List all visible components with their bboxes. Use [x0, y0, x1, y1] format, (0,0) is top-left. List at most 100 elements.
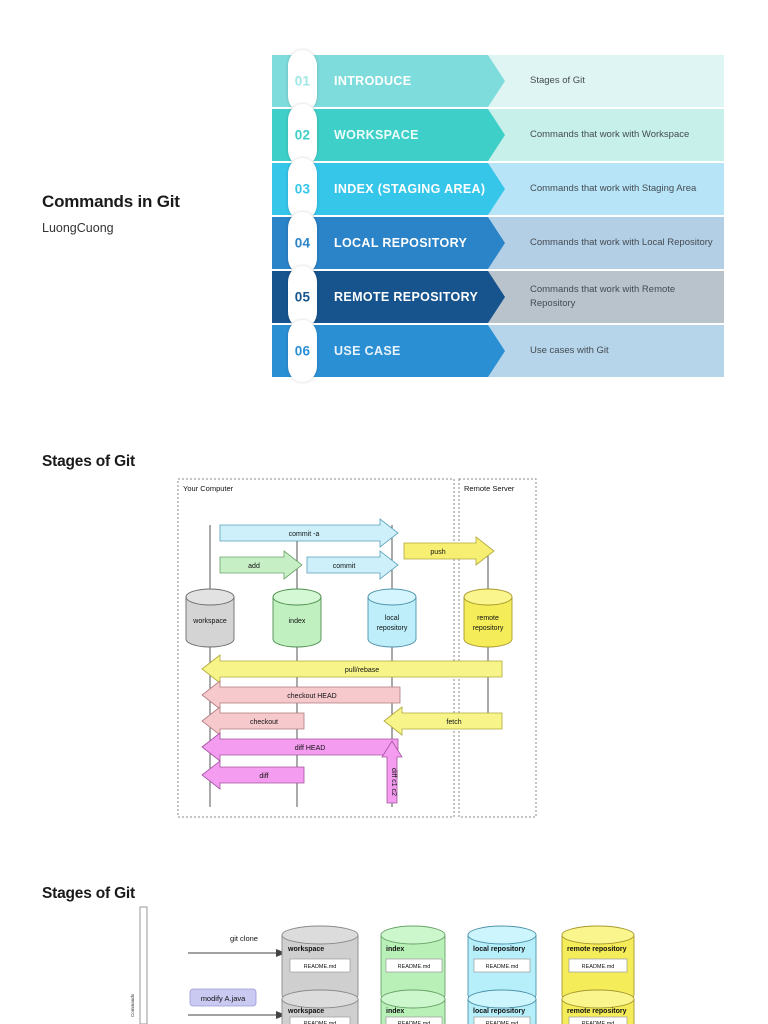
node-local-repository: local repository [367, 588, 417, 648]
slide-commands-in-git: Commands in Git LuongCuong 01 INTRODUCE … [0, 0, 768, 420]
zone-label-your-computer: Your Computer [183, 484, 234, 493]
svg-text:README.md: README.md [304, 964, 337, 970]
node-workspace: workspace [185, 588, 235, 648]
agenda-item-03-label: INDEX (STAGING AREA) [334, 182, 486, 196]
agenda-item-03-number: 03 [294, 181, 311, 197]
agenda-item-06-label: USE CASE [334, 344, 401, 358]
svg-text:remote repository: remote repository [567, 946, 627, 953]
agenda-item-02-chevron [272, 109, 505, 161]
agenda-item-01-chevron [272, 55, 505, 107]
agenda-item-01-number: 01 [294, 73, 311, 89]
section-heading-stages-of-git-sequence: Stages of Git [42, 453, 135, 470]
zone-label-remote-server: Remote Server [464, 484, 515, 493]
agenda-item-05-label: REMOTE REPOSITORY [334, 290, 479, 304]
svg-text:diff c1 c2: diff c1 c2 [390, 768, 397, 796]
agenda-item-04-label: LOCAL REPOSITORY [334, 236, 468, 250]
agenda-item-05[interactable]: 05 REMOTE REPOSITORY Commands that work … [272, 266, 724, 328]
git-stages-table-diagram: Commands git clone workspace README.md i… [128, 905, 668, 1024]
arrow-push: push [403, 536, 495, 566]
node-index: index [272, 588, 322, 648]
arrow-add: add [219, 550, 303, 580]
svg-text:repository: repository [473, 625, 504, 632]
agenda-item-02-number-badge: 02 [288, 104, 317, 166]
arrow-diff: diff [201, 760, 305, 790]
agenda-item-04-number-badge: 04 [288, 212, 317, 274]
cell-remote-repository-row-2: remote repository README.md [561, 989, 635, 1024]
svg-text:README.md: README.md [486, 1021, 519, 1024]
cell-index-row-2: index README.md [380, 989, 446, 1024]
svg-text:workspace: workspace [192, 618, 227, 625]
agenda-item-02-label: WORKSPACE [334, 128, 419, 142]
svg-text:checkout HEAD: checkout HEAD [287, 693, 336, 700]
section-heading-stages-of-git-table: Stages of Git [42, 885, 135, 902]
svg-text:pull/rebase: pull/rebase [345, 667, 379, 674]
arrow-commit-a: commit -a [219, 518, 399, 548]
svg-text:README.md: README.md [582, 1021, 615, 1024]
cell-index-row-1: index README.md [380, 925, 446, 1005]
agenda-item-05-number-badge: 05 [288, 266, 317, 328]
agenda-item-02-description: Commands that work with Workspace [530, 128, 690, 140]
agenda-item-06-chevron [272, 325, 505, 377]
svg-text:local: local [385, 615, 400, 622]
arrow-diff-head: diff HEAD [201, 732, 399, 762]
git-sequence-diagram: Your Computer Remote Server commit -a pu… [176, 473, 538, 821]
agenda-item-03-number-badge: 03 [288, 158, 317, 220]
node-remote-repository: remote repository [463, 588, 513, 648]
left-rail [139, 906, 148, 1024]
agenda-item-04-description: Commands that work with Local Repository [530, 236, 713, 248]
step-label-modify-a-java: modify A.java [201, 994, 246, 1003]
agenda-item-04[interactable]: 04 LOCAL REPOSITORY Commands that work w… [272, 212, 724, 274]
arrow-diff-c1-c2: diff c1 c2 [381, 740, 403, 804]
cell-remote-repository-row-1: remote repository README.md [561, 925, 635, 1005]
svg-text:checkout: checkout [250, 719, 278, 726]
step-label-git-clone: git clone [230, 934, 258, 943]
agenda-item-01-number-badge: 01 [288, 50, 317, 112]
svg-text:README.md: README.md [398, 964, 431, 970]
svg-text:remote repository: remote repository [567, 1008, 627, 1015]
agenda-item-01-label: INTRODUCE [334, 74, 412, 88]
svg-text:local repository: local repository [473, 1008, 525, 1015]
svg-text:diff: diff [259, 773, 268, 780]
author-label: LuongCuong [42, 221, 114, 235]
agenda-item-03-description: Commands that work with Staging Area [530, 182, 697, 194]
agenda-item-06-number: 06 [294, 343, 311, 359]
zone-your-computer [177, 478, 455, 818]
page-title: Commands in Git [42, 192, 180, 211]
svg-text:local repository: local repository [473, 946, 525, 953]
cell-workspace-row-2: workspace README.md A.java [281, 989, 359, 1024]
cell-workspace-row-1: workspace README.md [281, 925, 359, 1005]
agenda-item-01-description: Stages of Git [530, 74, 585, 86]
svg-text:add: add [248, 563, 260, 570]
step-row-1: git clone [188, 934, 286, 957]
svg-text:workspace: workspace [287, 1008, 324, 1015]
agenda-chevron-list: 01 INTRODUCE Stages of Git 02 WORKSPACE … [272, 50, 724, 382]
agenda-item-06[interactable]: 06 USE CASE Use cases with Git [272, 320, 724, 382]
agenda-item-04-chevron [272, 217, 505, 269]
svg-text:README.md: README.md [398, 1021, 431, 1024]
left-rail-label: Commands [130, 993, 135, 1017]
agenda-item-01[interactable]: 01 INTRODUCE Stages of Git [272, 50, 724, 112]
svg-text:diff HEAD: diff HEAD [295, 745, 326, 752]
agenda-item-02-number: 02 [294, 127, 311, 143]
svg-text:push: push [430, 549, 445, 556]
cell-local-repository-row-1: local repository README.md [467, 925, 537, 1005]
agenda-item-04-number: 04 [294, 235, 311, 251]
zone-remote-server [458, 478, 537, 818]
svg-text:README.md: README.md [582, 964, 615, 970]
svg-text:README.md: README.md [304, 1021, 337, 1024]
agenda-item-05-chevron [272, 271, 505, 323]
svg-text:commit -a: commit -a [289, 531, 320, 538]
svg-text:index: index [386, 946, 404, 953]
agenda-item-02[interactable]: 02 WORKSPACE Commands that work with Wor… [272, 104, 724, 166]
step-row-2: modify A.java [188, 988, 286, 1019]
agenda-item-06-number-badge: 06 [288, 320, 317, 382]
agenda-item-05-description: Commands that work with Remote Repositor… [530, 283, 676, 309]
cell-local-repository-row-2: local repository README.md [467, 989, 537, 1024]
agenda-item-03[interactable]: 03 INDEX (STAGING AREA) Commands that wo… [272, 158, 724, 220]
svg-text:index: index [386, 1008, 404, 1015]
agenda-item-03-chevron [272, 163, 505, 215]
svg-text:repository: repository [377, 625, 408, 632]
agenda-item-06-description: Use cases with Git [530, 344, 609, 356]
svg-text:commit: commit [333, 563, 356, 570]
svg-text:workspace: workspace [287, 946, 324, 953]
